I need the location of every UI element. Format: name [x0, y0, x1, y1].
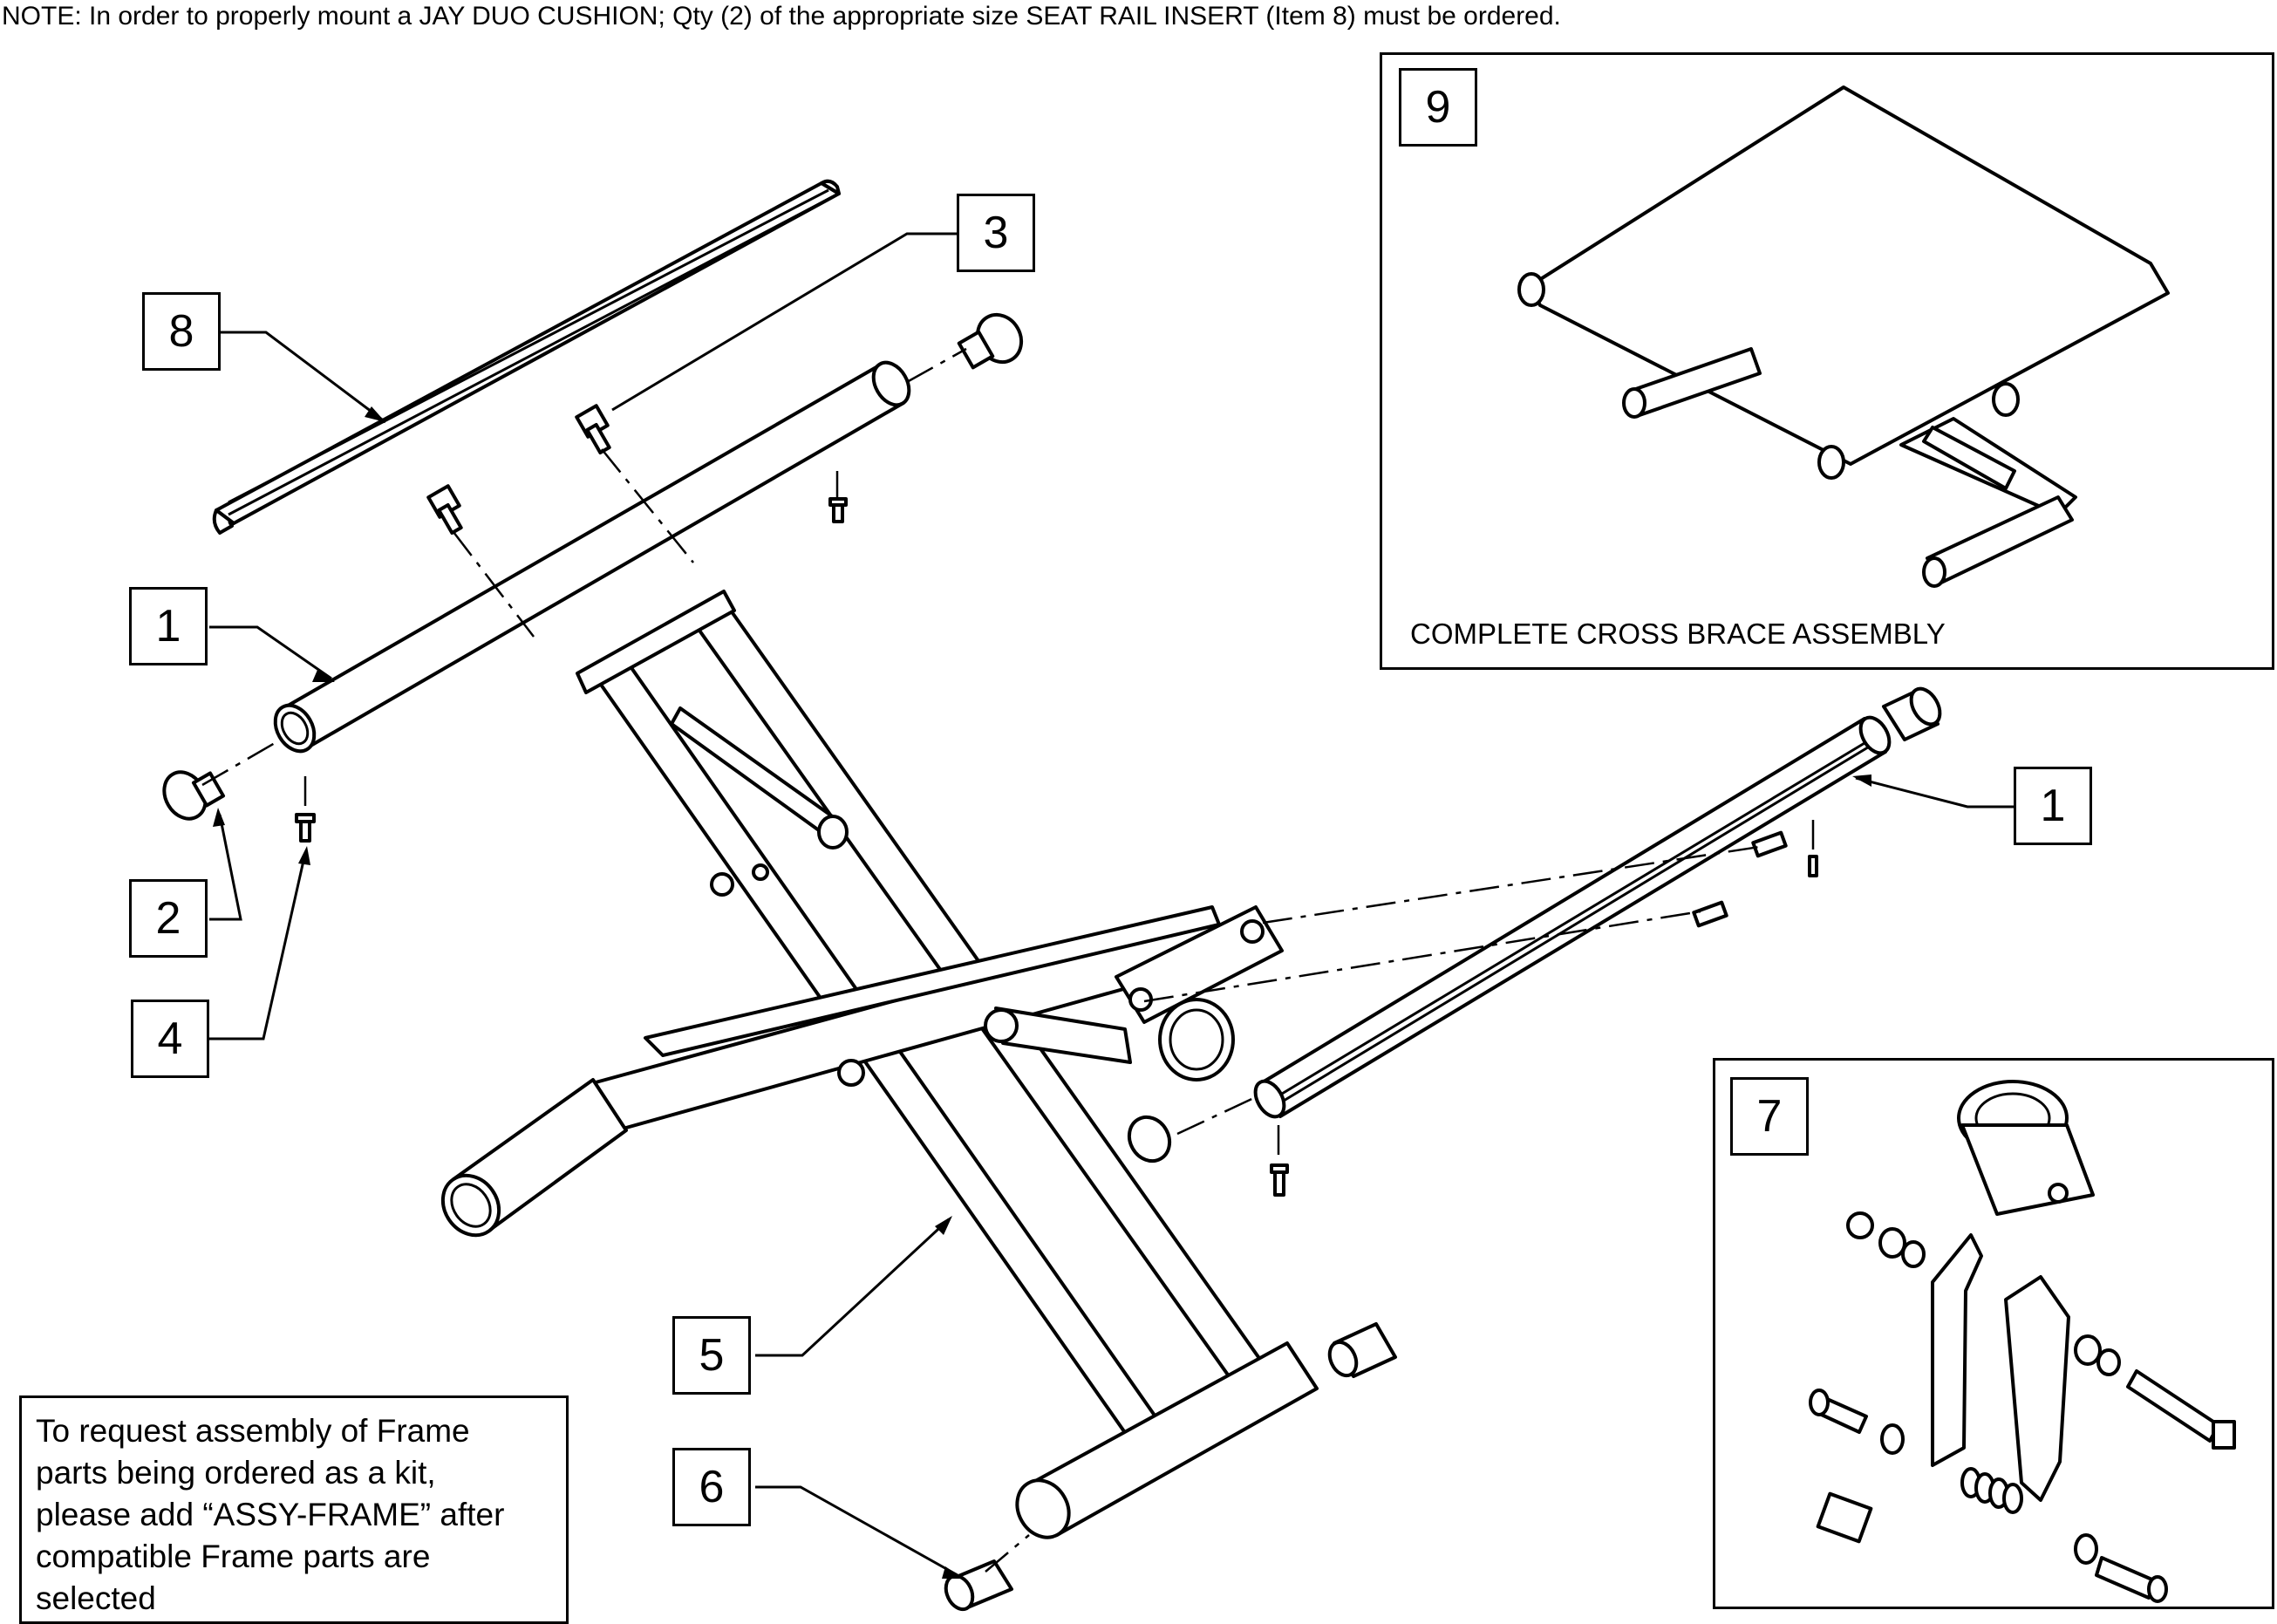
cross-brace-assembly-drawing [1517, 85, 2170, 588]
callout-item-8: 8 [142, 292, 221, 371]
screw-small-top [828, 497, 848, 523]
screw-right-a [1751, 830, 1788, 858]
callout-item-1-right: 1 [2014, 767, 2092, 845]
cross-brace-frame [440, 590, 1319, 1539]
assembly-note-line: please add “ASSY-FRAME” after [36, 1497, 505, 1532]
assembly-note-line: To request assembly of Frame [36, 1413, 470, 1449]
screw-item-4 [295, 813, 316, 843]
assembly-note-line: parts being ordered as a kit, [36, 1455, 436, 1491]
panel-item-9 [1380, 52, 2274, 670]
note-text: NOTE: In order to properly mount a JAY D… [2, 2, 1561, 31]
seat-rail-insert-part [212, 179, 841, 535]
hinge-hardware-drawing [1809, 1080, 2236, 1603]
screw-right-bottom [1270, 1163, 1289, 1197]
callout-item-5: 5 [672, 1316, 751, 1395]
assembly-note-line: compatible Frame parts are [36, 1539, 431, 1574]
screw-right-c [1808, 855, 1818, 877]
panel-item-7 [1713, 1058, 2274, 1609]
screw-right-b [1692, 900, 1728, 928]
callout-item-1-left: 1 [129, 587, 208, 665]
callout-item-2: 2 [129, 879, 208, 958]
assembly-request-note: To request assembly of Frame parts being… [19, 1395, 569, 1624]
panel-9-caption: COMPLETE CROSS BRACE ASSEMBLY [1410, 618, 1946, 650]
end-cap-left [162, 770, 226, 821]
screw-item-3-a [575, 404, 611, 454]
callout-item-3: 3 [957, 194, 1035, 272]
bushing-item-6-upper [1327, 1322, 1397, 1378]
seat-rail-tube-left [273, 360, 911, 754]
assembly-note-line: selected [36, 1580, 156, 1616]
callout-item-7: 7 [1730, 1077, 1809, 1156]
callout-item-4: 4 [131, 1000, 209, 1078]
callout-item-9: 9 [1399, 68, 1477, 147]
screw-item-3-b [426, 484, 463, 535]
callout-item-6: 6 [672, 1448, 751, 1526]
end-cap-right-bottom [1127, 1115, 1172, 1163]
end-cap-top [957, 312, 1024, 370]
bushing-item-6-lower [944, 1559, 1013, 1612]
seat-rail-tube-right [1253, 686, 1942, 1119]
